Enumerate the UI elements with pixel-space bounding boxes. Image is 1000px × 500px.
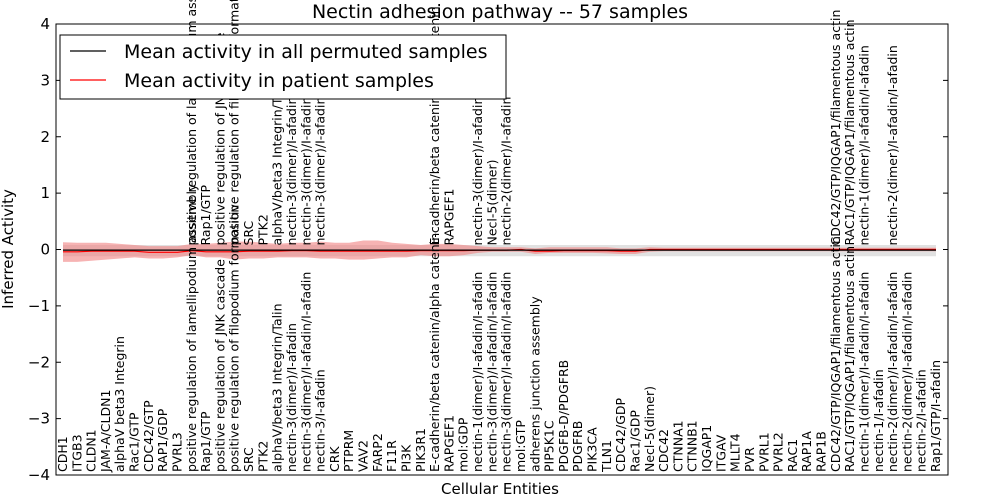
x-category-label: RAP1B <box>814 431 829 472</box>
x-axis-label: Cellular Entities <box>441 480 559 498</box>
legend-label-patient: Mean activity in patient samples <box>124 70 434 92</box>
upper-category-labels: positive regulation of lamellipodium ass… <box>184 0 900 246</box>
y-tick-label: −4 <box>28 466 50 484</box>
y-tick-label: 2 <box>40 128 50 146</box>
x-category-label-upper: PTK2 <box>255 214 270 245</box>
y-tick-label: 1 <box>40 184 50 202</box>
x-category-label: E-cadherin/beta catenin/alpha catenin <box>427 233 442 472</box>
x-category-label: VAV2 <box>356 440 371 472</box>
y-tick-label: 4 <box>40 15 50 33</box>
x-category-label: positive regulation of lamellipodium ass… <box>184 183 199 472</box>
x-category-label: SRC <box>241 447 256 472</box>
x-category-label-upper: alphaV/beta3 Integrin/Talin <box>270 77 285 246</box>
x-category-label-upper: CDC42/GTP/IQGAP1/filamentous actin <box>828 10 843 246</box>
x-category-label: nectin-3(dimer)/I-afadin/I-afadin <box>484 272 499 472</box>
y-tick-label: 3 <box>40 71 50 89</box>
y-tick-label: −1 <box>28 297 50 315</box>
x-category-label: PIK3CA <box>585 427 600 472</box>
x-category-label: IQGAP1 <box>699 425 714 472</box>
x-category-label-upper: nectin-3(dimer)/I-afadin <box>313 97 328 246</box>
x-category-label-upper: RAPGEF1 <box>441 189 456 246</box>
x-category-label: RAPGEF1 <box>441 415 456 472</box>
x-category-label: CDH1 <box>55 436 70 472</box>
x-category-label: CDC42/GTP/IQGAP1/filamentous actin <box>828 236 843 472</box>
x-category-label: nectin-3(dimer)/I-afadin <box>284 323 299 472</box>
x-category-label: JAM-A/CLDN1 <box>98 390 113 473</box>
x-category-label: RAC1/GTP/IQGAP1/filamentous actin <box>842 246 857 472</box>
y-axis-label: Inferred Activity <box>0 189 17 309</box>
x-category-label: nectin-3(dimer)/I-afadin/I-afadin <box>298 272 313 472</box>
x-category-label: PTK2 <box>255 441 270 472</box>
x-category-label: PVRL3 <box>170 432 185 472</box>
x-category-label: RAC1 <box>785 439 800 472</box>
x-category-label: Rap1/GTP <box>198 411 213 472</box>
x-category-label-upper: nectin-3(dimer)/I-afadin <box>470 97 485 246</box>
x-category-label: PIP5K1C <box>542 420 557 472</box>
x-category-label: nectin-3/I-afadin <box>313 369 328 472</box>
x-category-label: ITGAV <box>713 434 728 472</box>
x-category-label-upper: nectin-2(dimer)/I-afadin/I-afadin <box>885 45 900 245</box>
x-category-label: FARP2 <box>370 433 385 472</box>
x-category-label: positive regulation of filopodium format… <box>227 205 242 472</box>
y-tick-label: −3 <box>28 410 50 428</box>
x-category-label: PDGFB-D/PDGFRB <box>556 360 571 472</box>
y-tick-label: 0 <box>40 241 50 259</box>
x-category-label: Rac1/GDP <box>628 410 643 472</box>
legend-label-permuted: Mean activity in all permuted samples <box>124 41 487 63</box>
x-category-label: positive regulation of JNK cascade <box>212 259 227 472</box>
x-category-label: PTPRM <box>341 430 356 472</box>
x-category-label: PVRL2 <box>771 432 786 472</box>
x-category-label: PVRL1 <box>756 432 771 472</box>
x-category-label-upper: RAC1/GTP/IQGAP1/filamentous actin <box>842 19 857 245</box>
x-category-label: Necl-5(dimer) <box>642 386 657 472</box>
x-category-label: CDC42/GTP <box>141 400 156 472</box>
x-category-label: MLLT4 <box>728 433 743 472</box>
series-lines <box>63 248 936 253</box>
x-category-label: F11R <box>384 440 399 472</box>
x-category-label: nectin-2/I-afadin <box>914 369 929 472</box>
x-category-label: nectin-3(dimer)/I-afadin/I-afadin <box>499 272 514 472</box>
x-category-label: RAP1A <box>799 431 814 472</box>
legend: Mean activity in all permuted samples Me… <box>59 34 507 100</box>
x-category-label: mol:GTP <box>513 420 528 472</box>
x-category-label: Rac1/GTP <box>127 412 142 472</box>
x-category-label: nectin-2(dimer)/I-afadin/I-afadin <box>899 272 914 472</box>
x-category-label: PVR <box>742 447 757 472</box>
x-category-label-upper: Rap1/GTP <box>198 184 213 245</box>
x-category-label: RAP1/GDP <box>155 408 170 472</box>
x-category-label: nectin-2(dimer)/I-afadin/I-afadin <box>885 272 900 472</box>
x-category-label-upper: Necl-5(dimer) <box>484 159 499 245</box>
x-category-label: CRK <box>327 446 342 472</box>
x-category-label-upper: nectin-2(dimer)/I-afadin <box>499 97 514 246</box>
x-category-label-upper: SRC <box>241 221 256 246</box>
x-category-label: alphaV beta3 Integrin <box>112 336 127 472</box>
x-category-label: adherens junction assembly <box>527 296 542 472</box>
legend-box <box>59 34 507 100</box>
x-category-label: PDGFRB <box>570 421 585 472</box>
x-category-label: nectin-1(dimer)/I-afadin/I-afadin <box>470 272 485 472</box>
x-category-label: PIK3R1 <box>413 428 428 472</box>
x-category-label: CDC42/GDP <box>613 397 628 472</box>
x-category-label: nectin-1(dimer)/I-afadin/I-afadin <box>856 272 871 472</box>
band-patient <box>63 240 936 262</box>
x-category-label: CDC42 <box>656 429 671 472</box>
x-category-label: ITGB3 <box>69 434 84 472</box>
x-category-label: TLN1 <box>599 440 614 473</box>
x-category-label: alphaV/beta3 Integrin/Talin <box>270 304 285 473</box>
x-category-label: PI3K <box>399 444 414 472</box>
x-category-label-upper: nectin-3(dimer)/I-afadin <box>284 97 299 246</box>
x-category-label-upper: nectin-1(dimer)/I-afadin/I-afadin <box>856 45 871 245</box>
x-category-label: nectin-1/I-afadin <box>871 369 886 472</box>
x-category-label: CTNNB1 <box>685 420 700 472</box>
x-category-label: mol:GDP <box>456 417 471 472</box>
x-category-label: CTNNA1 <box>670 420 685 472</box>
x-category-label: CLDN1 <box>84 429 99 472</box>
y-tick-label: −2 <box>28 353 50 371</box>
x-category-label: Rap1/GTP/I-afadin <box>928 360 943 472</box>
y-axis-ticks: 4 3 2 1 0 −1 −2 −3 −4 <box>28 15 948 484</box>
chart-title: Nectin adhesion pathway -- 57 samples <box>312 1 688 23</box>
